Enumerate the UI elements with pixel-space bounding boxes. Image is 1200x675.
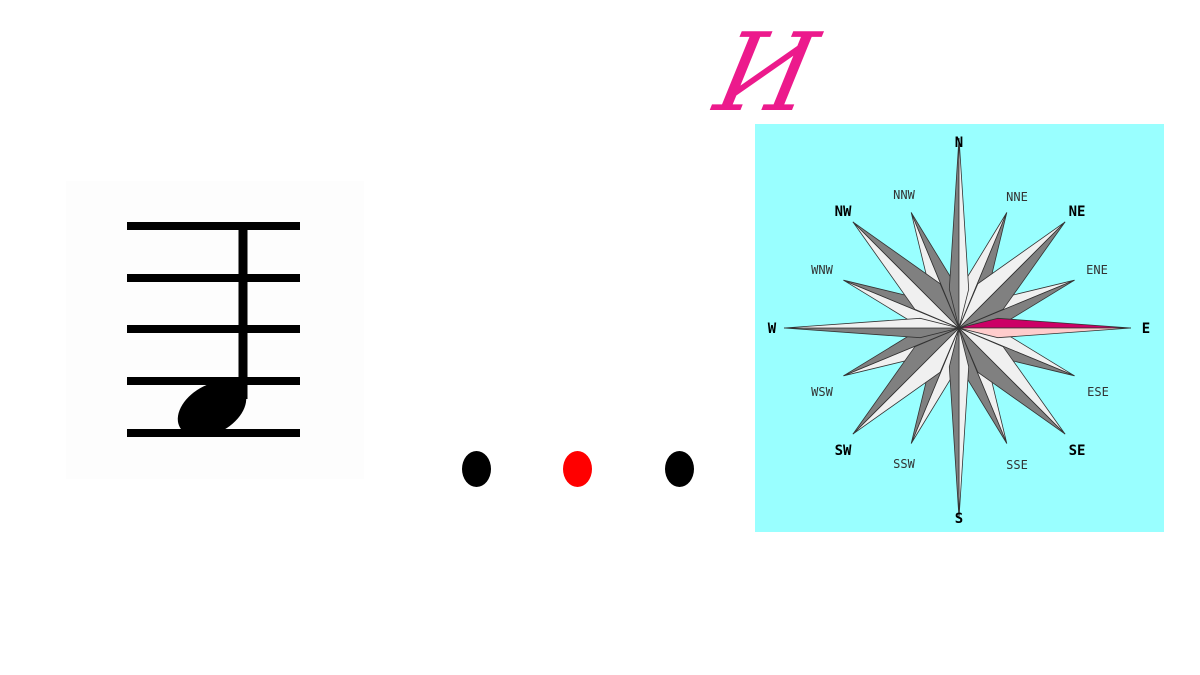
label-sw: SW	[835, 443, 852, 459]
intercardinal-point-135-right	[958, 327, 1066, 435]
note-head	[177, 381, 247, 437]
label-w: W	[768, 321, 777, 337]
intercardinal-point-315-right	[852, 221, 960, 329]
label-n: N	[955, 135, 963, 151]
compass-labels: N NNW NNE NW NE WNW ENE W E WSW ESE SW S…	[768, 135, 1150, 527]
label-nw: NW	[835, 204, 852, 220]
compass-rose-icon: N NNW NNE NW NE WNW ENE W E WSW ESE SW S…	[755, 124, 1164, 532]
label-wnw: WNW	[811, 263, 833, 277]
cardinal-point-w-right	[783, 317, 960, 329]
label-ese: ESE	[1087, 385, 1109, 399]
dot-middle-red	[563, 451, 592, 487]
label-ene: ENE	[1086, 263, 1108, 277]
label-sse: SSE	[1006, 458, 1028, 472]
compass-cardinal-points	[783, 137, 1132, 519]
dot-right	[665, 451, 694, 487]
label-se: SE	[1069, 443, 1086, 459]
intercardinal-point-225-right	[852, 327, 960, 435]
label-s: S	[955, 511, 963, 527]
label-e: E	[1142, 321, 1150, 337]
dot-left	[462, 451, 491, 487]
cardinal-point-n-right	[958, 137, 970, 329]
label-nne: NNE	[1006, 190, 1028, 204]
cardinal-point-e-right	[958, 327, 1132, 339]
label-nnw: NNW	[893, 188, 915, 202]
intercardinal-point-45-right	[958, 221, 1066, 329]
cardinal-point-s-right	[948, 327, 960, 519]
staff-svg	[127, 222, 300, 437]
compass-svg: N NNW NNE NW NE WNW ENE W E WSW ESE SW S…	[755, 124, 1164, 532]
compass-intercardinal-points	[852, 221, 1066, 435]
label-ne: NE	[1069, 204, 1086, 220]
label-ssw: SSW	[893, 457, 915, 471]
quarter-note-on-staff-icon	[66, 181, 364, 479]
label-wsw: WSW	[811, 385, 833, 399]
